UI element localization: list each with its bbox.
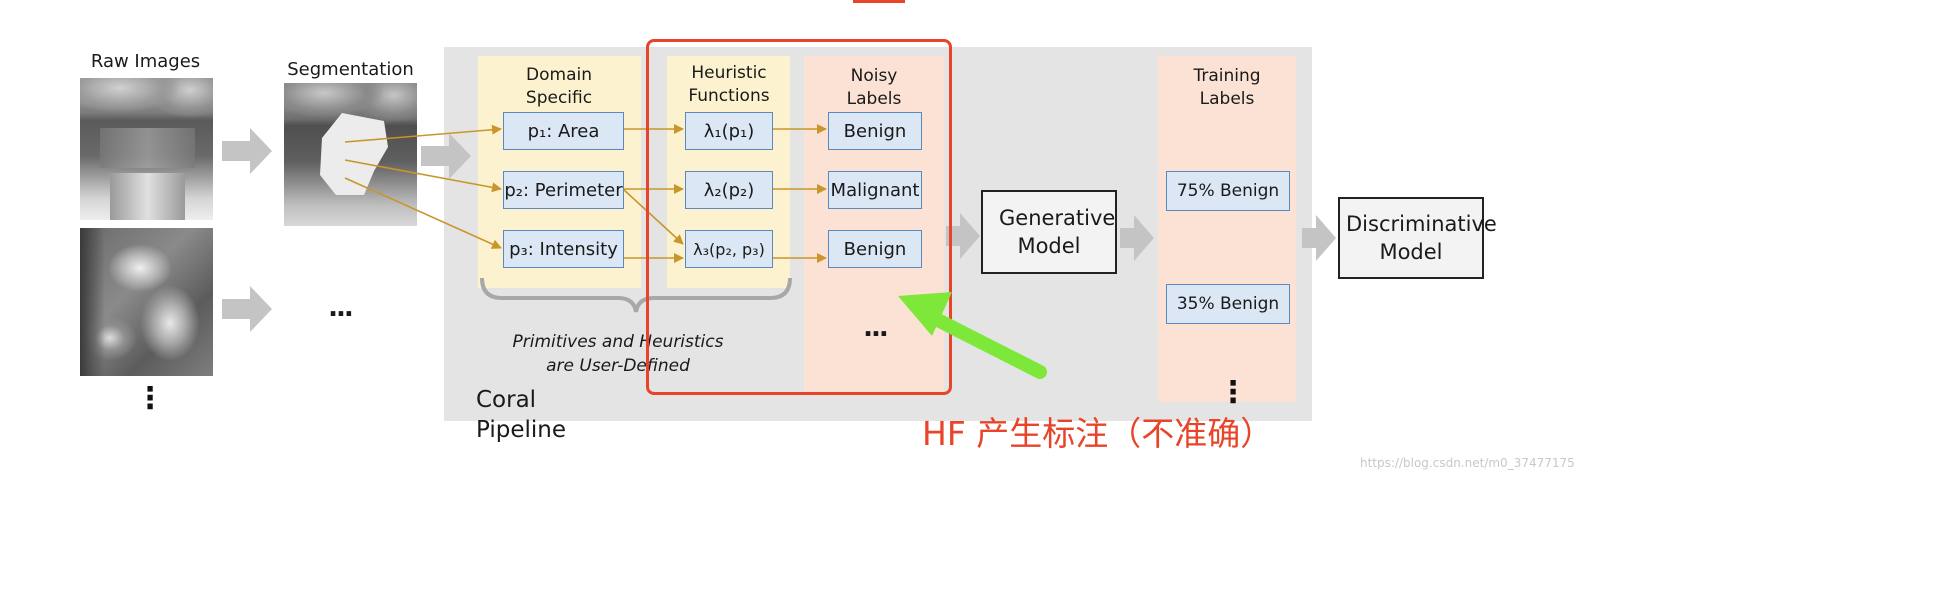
primitive-intensity-label: p₃: Intensity (509, 238, 618, 260)
raw-xray-knee-image (80, 78, 213, 220)
top-cut-underline (853, 0, 905, 3)
primitive-perimeter-box: p₂: Perimeter (503, 171, 624, 209)
arrow-generative-to-training (1120, 215, 1154, 261)
raw-xray-tumor-image (80, 228, 213, 376)
training-label-2: 35% Benign (1176, 294, 1280, 314)
noisy-label-3-box: Benign (828, 230, 922, 268)
noisy-label-1: Benign (843, 120, 907, 142)
arrow-raw-to-seg-1 (222, 128, 272, 174)
training-labels-header: Training Labels (1193, 66, 1261, 109)
user-defined-brace (480, 277, 792, 313)
segmented-xray-image (284, 83, 417, 226)
noisy-label-2-box: Malignant (828, 171, 922, 209)
heuristic-1-box: λ₁(p₁) (685, 112, 773, 150)
training-label-1-box: 75% Benign (1166, 171, 1290, 211)
primitive-perimeter-label: p₂: Perimeter (504, 179, 623, 201)
primitive-area-label: p₁: Area (527, 120, 600, 142)
arrow-noisy-to-generative (946, 213, 980, 259)
heuristic-2-box: λ₂(p₂) (685, 171, 773, 209)
watermark: https://blog.csdn.net/m0_37477175 (1360, 456, 1575, 470)
discriminative-model-label: Discriminative Model (1346, 212, 1497, 264)
primitive-area-box: p₁: Area (503, 112, 624, 150)
training-label-2-box: 35% Benign (1166, 284, 1290, 324)
noisy-label-3: Benign (843, 238, 907, 260)
coral-pipeline-label: Coral Pipeline (476, 387, 567, 443)
arrow-training-to-discriminative (1302, 215, 1336, 261)
noisy-labels-more-dots: ... (863, 313, 889, 343)
heuristic-1-label: λ₁(p₁) (703, 120, 755, 142)
primitive-intensity-box: p₃: Intensity (503, 230, 624, 268)
segmentation-more-dots: ... (328, 293, 354, 323)
annotation-text: HF 产生标注（不准确） (922, 414, 1274, 453)
noisy-label-2: Malignant (830, 179, 920, 201)
heuristic-3-label: λ₃(p₂, p₃) (693, 239, 765, 259)
arrow-raw-to-seg-2 (222, 286, 272, 332)
discriminative-model-box: Discriminative Model (1338, 197, 1497, 279)
raw-images-title: Raw Images (90, 51, 201, 72)
arrow-seg-to-pipeline (421, 133, 471, 179)
training-label-1: 75% Benign (1176, 181, 1280, 201)
segmentation-title: Segmentation (287, 59, 414, 80)
heuristic-3-box: λ₃(p₂, p₃) (685, 230, 773, 268)
noisy-label-1-box: Benign (828, 112, 922, 150)
annotation-arrow (898, 292, 1047, 379)
segmented-region-shape (320, 113, 388, 195)
generative-model-box: Generative Model (981, 190, 1117, 274)
heuristic-2-label: λ₂(p₂) (703, 179, 755, 201)
highlight-rectangle (646, 39, 952, 395)
training-labels-more-dots: ⋮ (1218, 375, 1248, 410)
brace-caption: Primitives and Heuristics are User-Defin… (512, 332, 724, 376)
noisy-labels-header: Noisy Labels (846, 66, 902, 109)
generative-model-label: Generative Model (999, 206, 1116, 258)
training-labels-column-bg (1158, 56, 1296, 402)
heuristics-header: Heuristic Functions (688, 63, 770, 106)
